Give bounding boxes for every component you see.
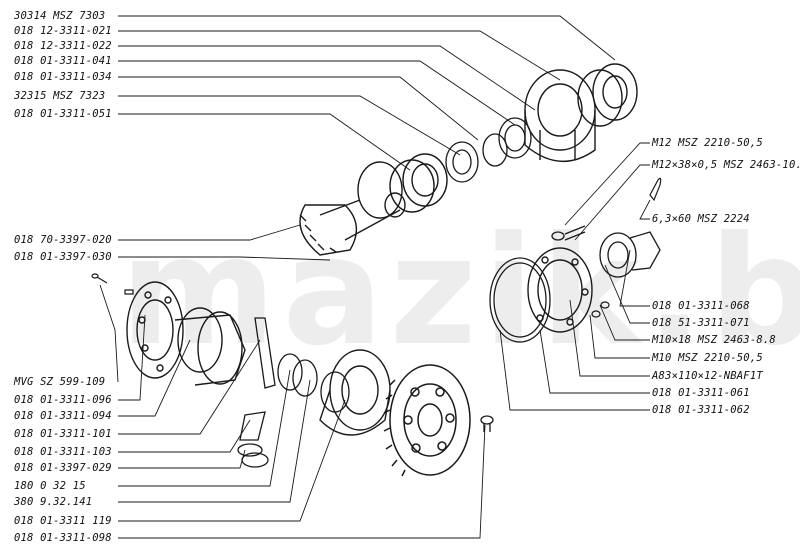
left-bolt [91, 273, 134, 295]
part-label: 018 01-3311-101 [14, 428, 112, 440]
leader-lines-right [499, 142, 651, 411]
part-label: M10 MSZ 2210-50,5 [652, 352, 763, 364]
part-label: 018 01-3311-094 [14, 410, 112, 422]
bearing-32315 [389, 153, 448, 213]
part-label: 018 01-3311-051 [14, 108, 112, 120]
part-label: MVG SZ 599-109 [14, 376, 106, 388]
part-label: 018 51-3311-071 [652, 317, 750, 329]
split-pin [649, 177, 662, 202]
part-label: 018 01-3311 119 [14, 515, 112, 527]
watermark-text: mazik.by [120, 205, 800, 379]
part-label: 018 12-3311-022 [14, 40, 112, 52]
part-label: 018 01-3311-096 [14, 394, 112, 406]
part-label: 6,3×60 MSZ 2224 [652, 213, 750, 225]
part-label: 018 12-3311-021 [14, 25, 112, 37]
bearing-cap [527, 247, 593, 333]
pinion-shaft [299, 161, 406, 256]
diff-housing [319, 349, 391, 436]
part-label: 018 01-3397-030 [14, 251, 112, 263]
crown-wheel [383, 364, 471, 477]
part-label: 018 01-3311-098 [14, 532, 112, 544]
carrier-flange [126, 281, 246, 386]
part-label: M12×38×0,5 MSZ 2463-10.9 [652, 159, 800, 171]
gasket [489, 257, 551, 343]
part-label: 018 01-3311-062 [652, 404, 750, 416]
shim-rings [445, 117, 532, 183]
housing-cup [524, 69, 596, 162]
small-bolts [591, 301, 610, 318]
part-label: 018 01-3311-041 [14, 55, 112, 67]
part-label: M10×18 MSZ 2463-8.8 [652, 334, 776, 346]
part-label: 018 01-3311-061 [652, 387, 750, 399]
spider-gear [237, 411, 266, 457]
adjusting-nut [599, 231, 661, 278]
bearing-30314 [577, 63, 638, 127]
lock-bolt [551, 225, 586, 241]
cross-pin [254, 317, 276, 389]
part-label: 018 01-3397-029 [14, 462, 112, 474]
part-label: 018 01-3311-034 [14, 71, 112, 83]
part-label: A83×110×12-NBAF1T [652, 370, 763, 382]
leader-lines-left [99, 15, 616, 539]
part-label: 32315 MSZ 7323 [14, 90, 106, 102]
part-label: 30314 MSZ 7303 [14, 10, 106, 22]
part-label: 018 01-3311-103 [14, 446, 112, 458]
bolt [480, 415, 494, 432]
part-label: M12 MSZ 2210-50,5 [652, 137, 763, 149]
part-label: 380 9.32.141 [14, 496, 93, 508]
part-label: 018 01-3311-068 [652, 300, 750, 312]
part-label: 180 0 32 15 [14, 480, 86, 492]
part-label: 018 70-3397-020 [14, 234, 112, 246]
thrust-washer [241, 452, 269, 468]
